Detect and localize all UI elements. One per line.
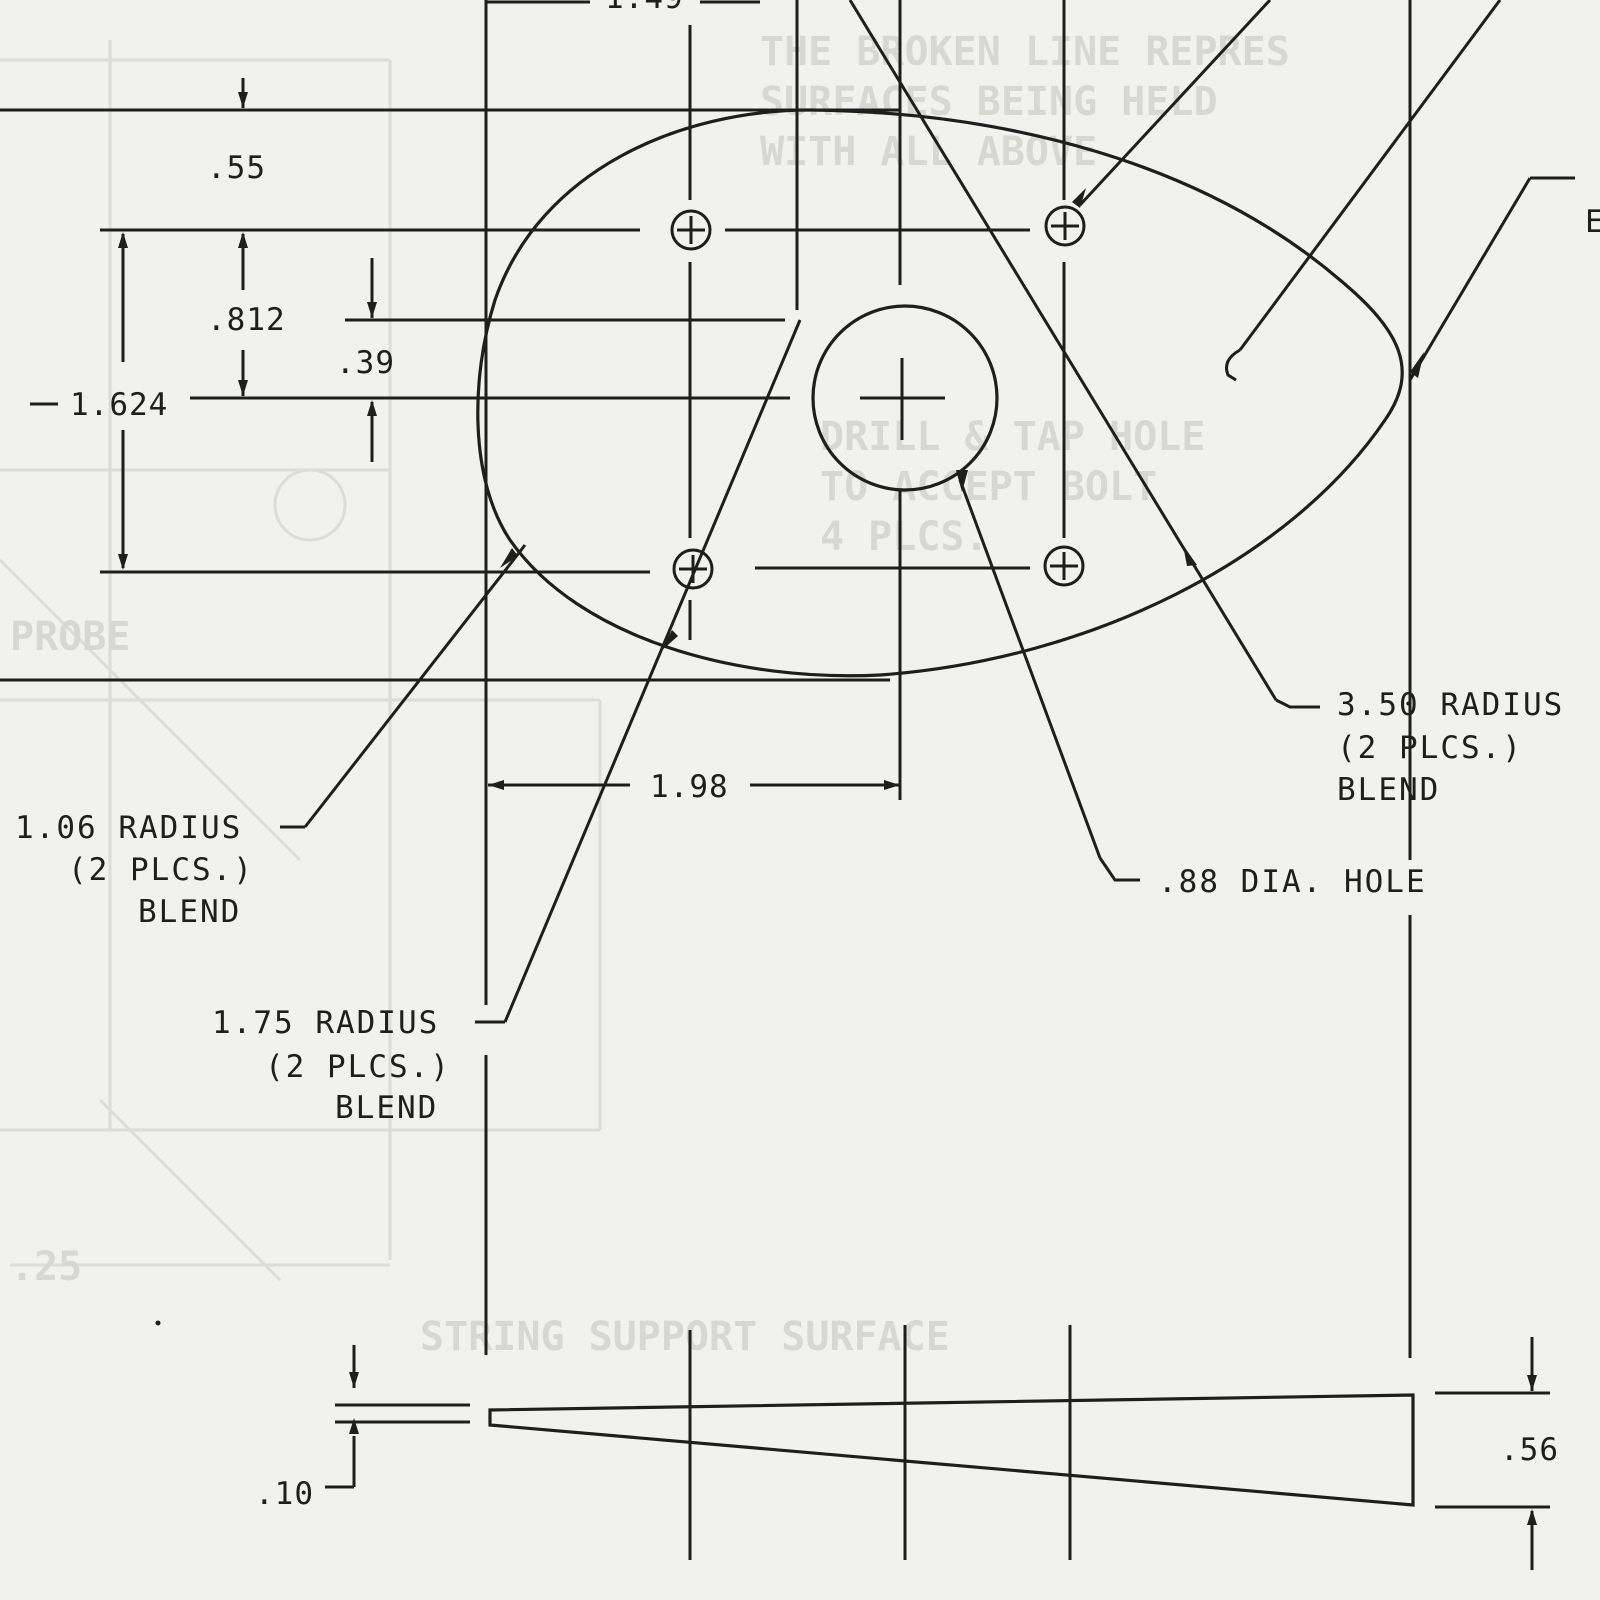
bolt-hole-icon [1044,205,1086,247]
bolt-hole-icon [672,548,714,590]
svg-text:.88 DIA. HOLE: .88 DIA. HOLE [1158,864,1427,900]
svg-text:4 PLCS.: 4 PLCS. [820,514,989,560]
bolt-hole-icon [1043,545,1085,587]
center-lines [688,0,1066,800]
svg-text:WITH ALL ABOVE: WITH ALL ABOVE [760,129,1097,175]
callout-r350: 3.50 RADIUS (2 PLCS.) BLEND [1337,687,1564,808]
dim-055: .55 [207,150,266,186]
svg-text:.25: .25 [10,1244,82,1290]
callout-hole: .88 DIA. HOLE [1158,864,1427,900]
callout-r175: 1.75 RADIUS (2 PLCS.) BLEND [212,1005,451,1126]
outline-curve [476,108,1404,678]
svg-text:(2 PLCS.): (2 PLCS.) [1337,730,1523,766]
arrowheads [118,92,1537,1525]
svg-text:3.50 RADIUS: 3.50 RADIUS [1337,687,1564,723]
dim-056: .56 [1500,1432,1559,1468]
dim-039: .39 [336,345,395,381]
dim-top-cut: 1.49 [605,0,684,16]
extension-lines [0,0,1412,1358]
dimension-lines [30,0,902,800]
leader-lines [280,0,1575,1024]
svg-text:DRILL & TAP HOLE: DRILL & TAP HOLE [820,414,1205,460]
center-hole [811,304,999,492]
svg-text:(2 PLCS.): (2 PLCS.) [68,852,254,888]
dim-198: 1.98 [650,769,729,805]
dim-1624: 1.624 [70,387,168,423]
callout-r106: 1.06 RADIUS (2 PLCS.) BLEND [15,810,254,930]
bleed-through-layer: THE BROKEN LINE REPRES SURFACES BEING HE… [0,29,1290,1360]
svg-text:(2 PLCS.): (2 PLCS.) [265,1049,451,1085]
svg-text:SURFACES BEING HELD: SURFACES BEING HELD [760,79,1218,125]
svg-text:1.75 RADIUS: 1.75 RADIUS [212,1005,439,1041]
svg-text:STRING SUPPORT SURFACE: STRING SUPPORT SURFACE [420,1314,950,1360]
svg-text:BLEND: BLEND [335,1090,438,1126]
svg-text:TO ACCEPT BOLT: TO ACCEPT BOLT [820,464,1157,510]
bolt-hole-icon [670,209,712,251]
svg-text:PROBE: PROBE [10,614,130,660]
dimension-labels: 1.49 .55 .812 .39 1.624 1.98 .10 .56 [70,0,1559,1512]
dim-0812: .812 [207,302,286,338]
part-profile [476,108,1404,678]
dim-010: .10 [255,1476,314,1512]
stray-dot [155,1320,161,1326]
svg-text:THE BROKEN LINE REPRES: THE BROKEN LINE REPRES [760,29,1290,75]
side-view [325,1325,1550,1570]
svg-text:BLEND: BLEND [1337,772,1440,808]
right-edge-fragment: E [1585,204,1600,240]
svg-text:1.06 RADIUS: 1.06 RADIUS [15,810,242,846]
svg-text:BLEND: BLEND [138,894,241,930]
